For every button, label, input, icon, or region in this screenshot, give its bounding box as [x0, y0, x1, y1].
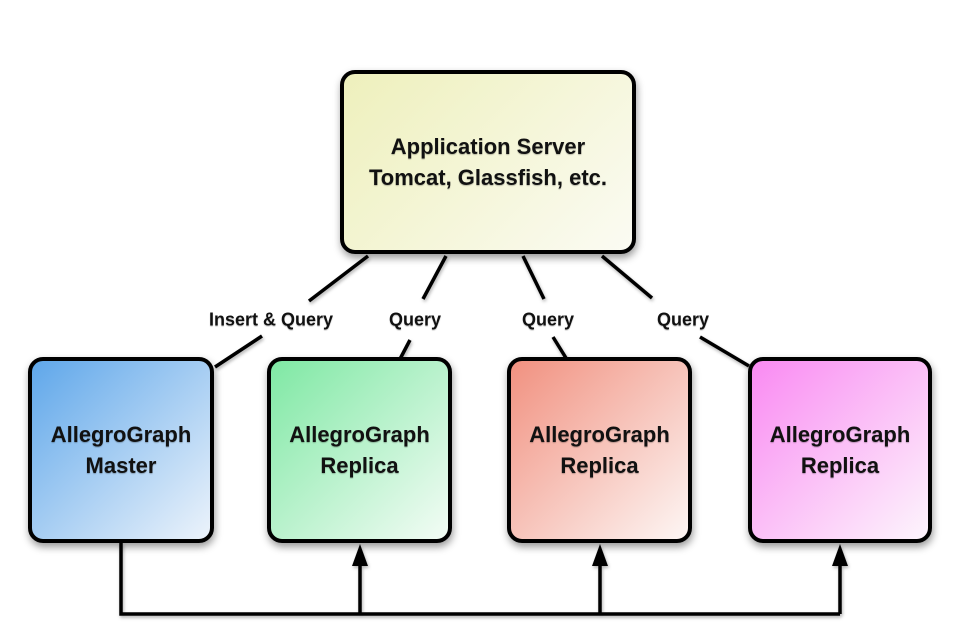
replication-bus-line: [119, 543, 840, 616]
edge-insert-query-line-upper: [307, 254, 370, 303]
node-subtitle: Replica: [320, 453, 399, 478]
application-server-subtitle: Tomcat, Glassfish, etc.: [368, 165, 607, 190]
edge-label-insert-query: Insert & Query: [208, 309, 334, 330]
allegrograph-replica-2-label: AllegroGraph Replica: [529, 419, 670, 481]
application-server-title: Application Server: [390, 133, 586, 159]
edge-label-query-3: Query: [656, 309, 710, 330]
node-title: AllegroGraph: [529, 421, 670, 447]
edge-query3-line-upper: [600, 254, 654, 300]
node-subtitle: Replica: [800, 453, 880, 478]
node-allegrograph-replica-3: AllegroGraph Replica: [748, 357, 932, 543]
allegrograph-replica-1-label: AllegroGraph Replica: [289, 419, 430, 481]
edge-query2-line-lower: [551, 336, 568, 359]
arrowhead-icon: [592, 544, 608, 566]
allegrograph-master-label: AllegroGraph Master: [51, 419, 192, 481]
arrowhead-icon: [352, 544, 368, 566]
arrowhead-icon: [832, 544, 848, 566]
node-title: AllegroGraph: [769, 421, 911, 447]
edge-query3-line-lower: [699, 335, 750, 368]
edge-query1-line-upper: [421, 255, 448, 300]
edge-label-query-1: Query: [388, 309, 442, 330]
node-title: AllegroGraph: [50, 421, 192, 447]
node-allegrograph-master: AllegroGraph Master: [28, 357, 214, 543]
node-subtitle: Replica: [560, 453, 639, 478]
edge-insert-query-line-lower: [214, 334, 263, 369]
node-allegrograph-replica-1: AllegroGraph Replica: [267, 357, 452, 543]
edge-query2-line-upper: [521, 255, 546, 300]
node-title: AllegroGraph: [289, 421, 430, 447]
node-subtitle: Master: [85, 453, 157, 478]
node-allegrograph-replica-2: AllegroGraph Replica: [507, 357, 692, 543]
node-application-server: Application Server Tomcat, Glassfish, et…: [340, 70, 636, 254]
allegrograph-replica-3-label: AllegroGraph Replica: [770, 419, 911, 481]
application-server-label: Application Server Tomcat, Glassfish, et…: [369, 131, 607, 193]
edge-label-query-2: Query: [521, 309, 575, 330]
